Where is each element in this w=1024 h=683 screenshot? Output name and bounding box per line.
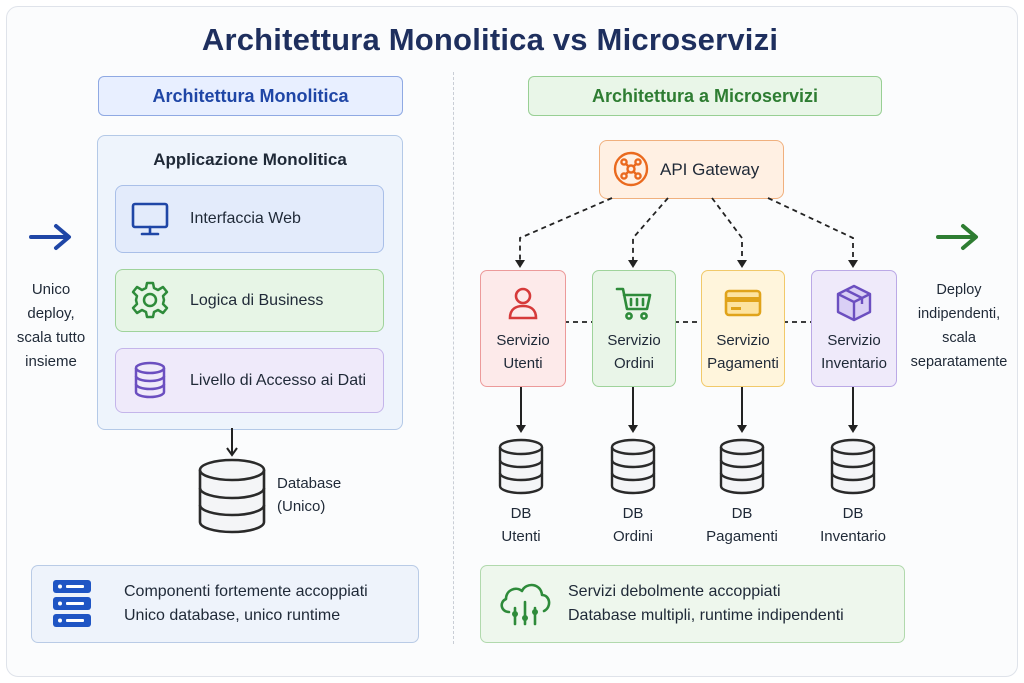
monitor-icon	[131, 202, 169, 236]
service-users: Servizio Utenti	[480, 270, 566, 387]
layer-web-interface: Interfaccia Web	[115, 185, 384, 253]
cart-icon	[615, 287, 652, 320]
layer-business-logic: Logica di Business	[115, 269, 384, 332]
api-gateway-label: API Gateway	[660, 159, 760, 179]
micro-deploy-line: indipendenti,	[917, 306, 1001, 322]
db-payments-icon	[719, 438, 765, 495]
section-divider	[453, 72, 454, 644]
cloud-network-icon	[500, 583, 551, 626]
db-inventory-icon	[830, 438, 876, 495]
monolith-header: Architettura Monolitica	[98, 76, 403, 116]
micro-summary-line: Database multipli, runtime indipendenti	[568, 607, 844, 624]
gear-icon	[131, 281, 169, 319]
api-gateway-icon	[613, 151, 649, 187]
monolith-deploy-line: Unico	[31, 281, 71, 298]
monolith-summary-panel: Componenti fortemente accoppiati Unico d…	[31, 565, 419, 643]
user-icon	[508, 287, 538, 320]
db-label-line: DB	[731, 505, 753, 522]
micro-deploy-note: Deploy indipendenti, scala separatamente	[904, 278, 1014, 374]
service-label-line: Utenti	[503, 355, 543, 372]
micro-deploy-line: separatamente	[910, 354, 1008, 370]
micro-summary-panel: Servizi debolmente accoppiati Database m…	[480, 565, 905, 643]
service-label: Servizio Utenti	[481, 329, 565, 375]
service-label-line: Pagamenti	[707, 355, 779, 372]
right-arrow-icon	[936, 224, 978, 250]
db-users-icon	[498, 438, 544, 495]
monolith-deploy-line: scala tutto	[16, 329, 86, 346]
credit-card-icon	[724, 289, 762, 317]
db-orders-label: DB Ordini	[583, 502, 683, 548]
micro-deploy-line: Deploy	[936, 282, 982, 298]
service-label-line: Ordini	[613, 355, 654, 372]
layer-label: Logica di Business	[190, 291, 324, 309]
service-label-line: Servizio	[716, 332, 770, 349]
service-label: Servizio Ordini	[593, 329, 675, 375]
service-label-line: Servizio	[827, 332, 881, 349]
database-label-line: (Unico)	[277, 498, 326, 515]
db-payments-label: DB Pagamenti	[692, 502, 792, 548]
db-orders-icon	[610, 438, 656, 495]
layer-data-access: Livello di Accesso ai Dati	[115, 348, 384, 413]
db-label-line: Inventario	[820, 528, 886, 545]
monolith-summary-line: Componenti fortemente accoppiati	[124, 583, 368, 600]
db-label-line: DB	[510, 505, 532, 522]
database-icon	[134, 361, 166, 399]
db-label-line: DB	[842, 505, 864, 522]
db-inventory-label: DB Inventario	[803, 502, 903, 548]
service-orders: Servizio Ordini	[592, 270, 676, 387]
layer-label: Livello di Accesso ai Dati	[190, 371, 367, 389]
service-inventory: Servizio Inventario	[811, 270, 897, 387]
monolith-deploy-note: Unico deploy, scala tutto insieme	[10, 278, 92, 374]
service-payments: Servizio Pagamenti	[701, 270, 785, 387]
layer-label: Interfaccia Web	[190, 210, 301, 227]
page-title: Architettura Monolitica vs Microservizi	[201, 22, 779, 57]
db-label-line: Utenti	[501, 528, 541, 545]
service-label: Servizio Inventario	[812, 329, 896, 375]
micro-deploy-line: scala	[942, 330, 976, 346]
microservices-header: Architettura a Microservizi	[528, 76, 882, 116]
db-users-label: DB Utenti	[471, 502, 571, 548]
monolith-database-icon	[198, 458, 266, 534]
monolith-deploy-line: deploy,	[27, 305, 75, 322]
monolith-deploy-line: insieme	[25, 353, 77, 370]
server-icon	[53, 580, 91, 627]
db-label-line: DB	[622, 505, 644, 522]
api-gateway-box: API Gateway	[599, 140, 784, 199]
monolith-app-title: Applicazione Monolitica	[153, 150, 347, 169]
left-arrow-icon	[29, 224, 71, 250]
service-label-line: Servizio	[496, 332, 550, 349]
db-label-line: Ordini	[612, 528, 653, 545]
arrow-to-database	[226, 428, 238, 457]
database-label-line: Database	[277, 475, 342, 492]
monolith-database-label: Database (Unico)	[277, 472, 341, 518]
monolith-summary-line: Unico database, unico runtime	[124, 607, 341, 624]
service-label-line: Inventario	[821, 355, 887, 372]
service-label-line: Servizio	[607, 332, 661, 349]
micro-summary-line: Servizi debolmente accoppiati	[568, 583, 781, 600]
db-label-line: Pagamenti	[706, 528, 778, 545]
service-label: Servizio Pagamenti	[702, 329, 784, 375]
package-icon	[836, 284, 872, 322]
